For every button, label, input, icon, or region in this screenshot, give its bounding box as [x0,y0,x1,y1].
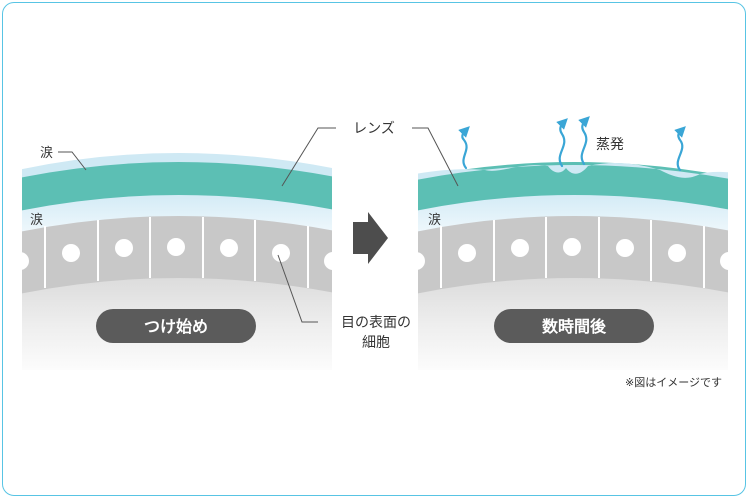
cell-nuclei-right [418,238,728,270]
cell-dividers [44,217,309,288]
tear-layer-top [22,153,332,178]
evaporation-label: 蒸発 [596,137,624,153]
lens-label: レンズ [353,121,395,137]
left-caption: つけ始め [144,317,208,336]
right-caption-pill [494,309,654,343]
image-note: ※図はイメージです [625,376,722,389]
tear-label-under: 涙 [30,212,43,228]
right-arrow-icon [353,212,388,264]
right-panel [418,162,728,370]
cell-label-line2: 細胞 [362,335,390,351]
cell-dividers-right [440,217,705,288]
tear-layer-thin [418,163,728,180]
right-caption: 数時間後 [542,317,607,336]
left-panel [22,153,332,370]
steam-arrow-icon [458,116,686,172]
tear-label-top: 涙 [40,145,53,161]
lens-layer [22,160,332,211]
tear-label-under-right: 涙 [428,212,441,228]
lens-layer-right [418,162,728,211]
cell-nuclei [22,238,332,270]
leader-lines [58,127,459,323]
left-caption-pill [96,309,256,343]
cell-label-line1: 目の表面の [341,315,411,331]
